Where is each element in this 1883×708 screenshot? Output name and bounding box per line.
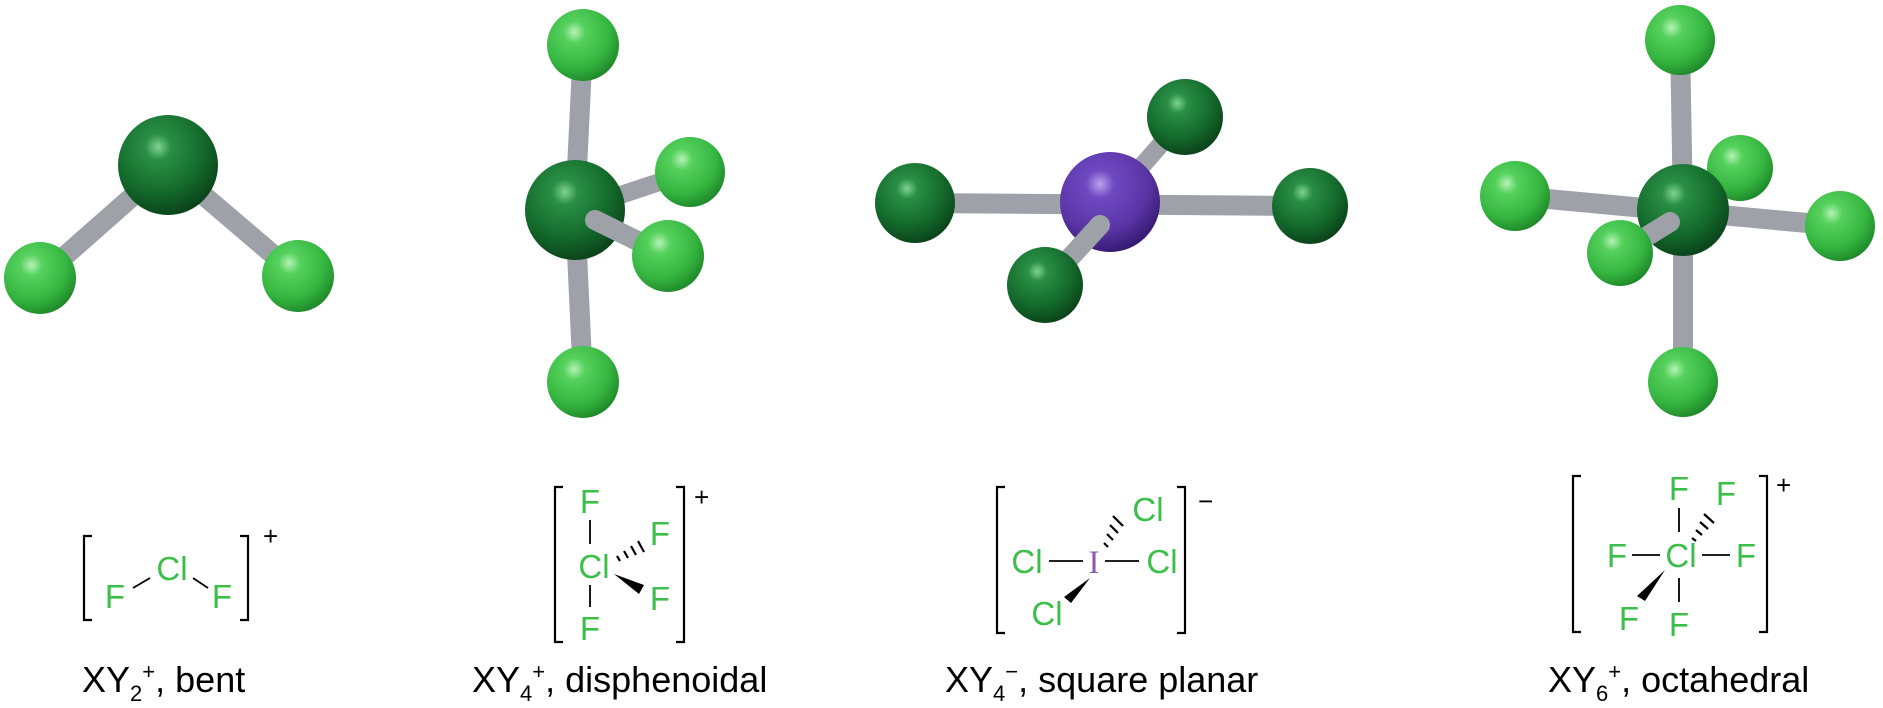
ligand-atom-label: F <box>580 483 600 520</box>
fluorine-atom-sphere <box>262 240 334 312</box>
central-atom-label: Cl <box>156 550 187 587</box>
hashed-bond <box>616 540 645 562</box>
chlorine-atom-sphere <box>875 163 955 243</box>
single-bond <box>132 577 151 589</box>
ion-charge: + <box>263 521 278 551</box>
ligand-atom-label: F <box>650 580 670 617</box>
iodine-atom-sphere <box>1060 152 1160 252</box>
ligand-atom-label: F <box>1669 470 1689 507</box>
fluorine-atom-sphere <box>1480 161 1550 231</box>
wedge-bond <box>614 574 644 594</box>
right-bracket <box>1759 474 1769 634</box>
model-bent <box>4 115 334 314</box>
ion-charge: − <box>1198 486 1213 516</box>
fluorine-atom-sphere <box>547 9 619 81</box>
chlorine-atom-sphere <box>525 160 625 260</box>
chlorine-atom-sphere <box>1272 168 1348 244</box>
left-bracket <box>1571 474 1581 634</box>
single-bond <box>192 577 209 589</box>
fluorine-atom-sphere <box>1805 191 1875 261</box>
ligand-atom-label: F <box>1716 475 1736 512</box>
lewis-structure-disphenoidal: F Cl F F F + <box>553 482 709 647</box>
left-bracket <box>82 534 92 622</box>
caption-disphenoidal: XY4+, disphenoidal <box>472 659 767 706</box>
central-atom-label: I <box>1089 545 1100 581</box>
ligand-atom-label: F <box>1736 537 1756 574</box>
ligand-atom-label: F <box>580 610 600 647</box>
ligand-atom-label: Cl <box>1011 543 1042 580</box>
right-bracket <box>240 534 250 622</box>
left-bracket <box>995 485 1005 635</box>
ligand-atom-label: F <box>1669 606 1689 643</box>
wedge-bond <box>1637 570 1665 601</box>
lewis-structure-bent: Cl F F + <box>82 521 278 622</box>
ligand-atom-label: Cl <box>1031 595 1062 632</box>
hashed-bond <box>1691 513 1715 542</box>
fluorine-atom-sphere <box>547 346 619 418</box>
chlorine-atom-sphere <box>118 115 218 215</box>
fluorine-atom-sphere <box>1587 220 1653 286</box>
model-octahedral <box>1480 5 1875 417</box>
ligand-atom-label: F <box>105 578 125 615</box>
caption-octahedral: XY6+, octahedral <box>1548 659 1809 706</box>
fluorine-atom-sphere <box>632 220 704 292</box>
central-atom-label: Cl <box>578 548 609 585</box>
right-bracket <box>676 485 686 644</box>
ligand-atom-label: Cl <box>1132 491 1163 528</box>
fluorine-atom-sphere <box>1707 135 1773 201</box>
central-atom-label: Cl <box>1665 537 1696 574</box>
wedge-bond <box>1064 578 1090 603</box>
model-square-planar <box>875 79 1348 323</box>
fluorine-atom-sphere <box>1648 347 1718 417</box>
ligand-atom-label: F <box>1619 600 1639 637</box>
caption-bent: XY2+, bent <box>82 659 245 706</box>
fluorine-atom-sphere <box>1645 5 1715 75</box>
ion-charge: + <box>694 482 709 512</box>
ion-charge: + <box>1776 470 1791 500</box>
caption-square-planar: XY4−, square planar <box>945 659 1258 706</box>
ligand-atom-label: F <box>212 578 232 615</box>
right-bracket <box>1177 485 1187 635</box>
lewis-structure-square-planar: Cl I Cl Cl Cl − <box>995 485 1213 635</box>
model-disphenoidal <box>525 9 725 418</box>
left-bracket <box>553 485 563 644</box>
chlorine-atom-sphere <box>1147 79 1223 155</box>
ligand-atom-label: Cl <box>1146 543 1177 580</box>
lewis-structure-octahedral: F F Cl F F F F + <box>1571 470 1791 643</box>
hashed-bond <box>1103 515 1124 548</box>
chlorine-atom-sphere <box>1007 247 1083 323</box>
ligand-atom-label: F <box>1607 537 1627 574</box>
ligand-atom-label: F <box>650 515 670 552</box>
fluorine-atom-sphere <box>4 242 76 314</box>
fluorine-atom-sphere <box>655 137 725 207</box>
